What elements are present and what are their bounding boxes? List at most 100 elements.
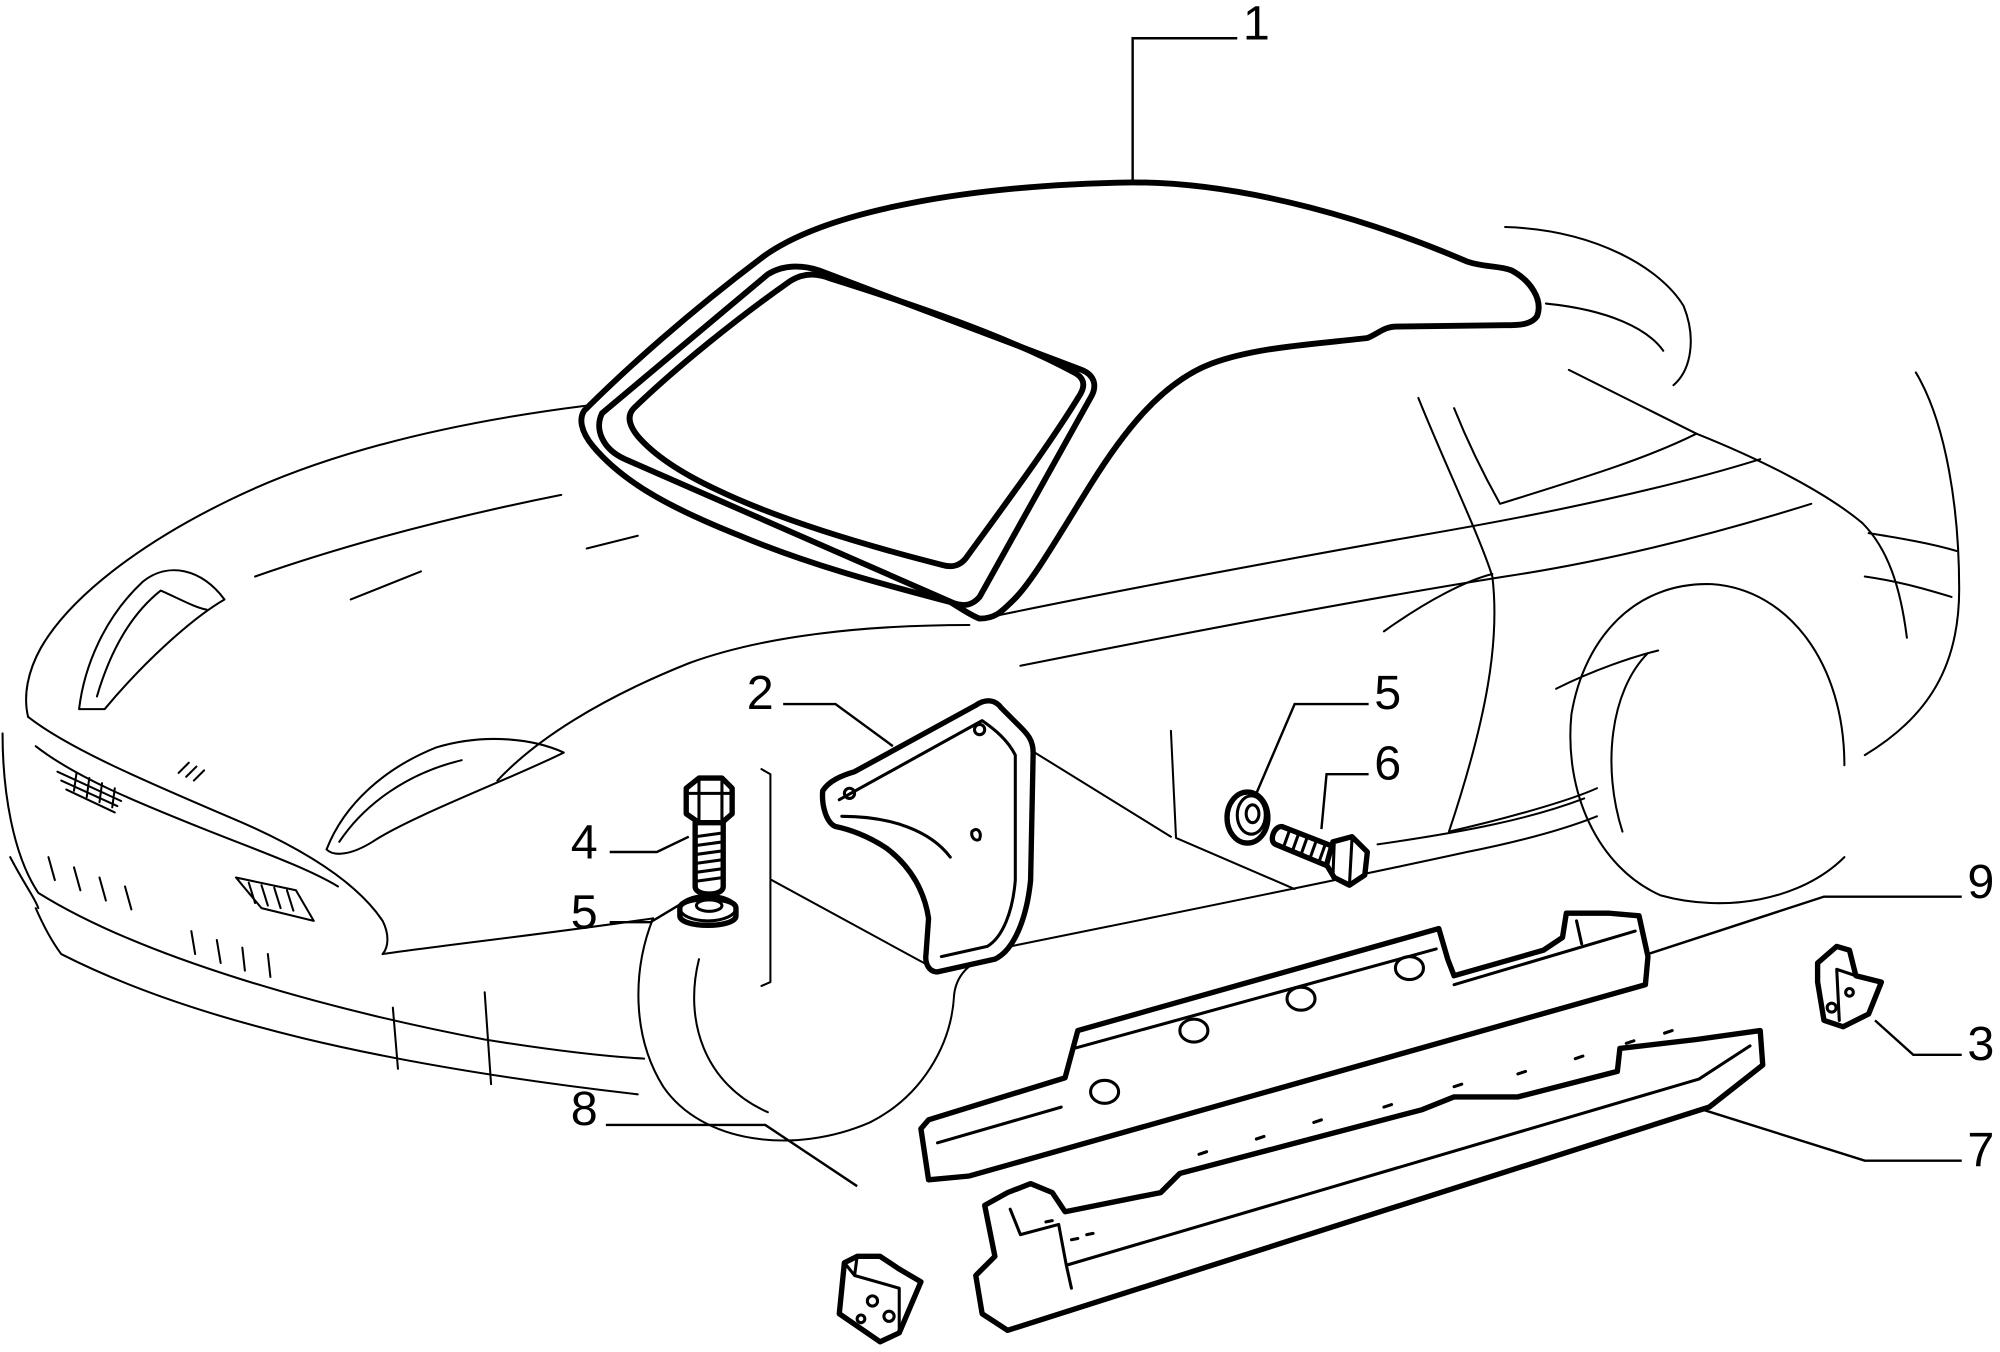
leader-8: [605, 1123, 858, 1188]
door-line: [1417, 396, 1496, 833]
leader-7: [1702, 1108, 1962, 1162]
callout-2: 2: [747, 666, 774, 720]
outer-sill-flanges: [1008, 1044, 1752, 1290]
inner-sill-hole-3: [1285, 985, 1317, 1012]
rear-deck: [1695, 432, 1908, 639]
side-intake: [325, 737, 565, 855]
bumper-lip: [9, 856, 40, 910]
intake-marks: [177, 761, 206, 782]
clip8-hole-2: [882, 1309, 896, 1323]
washer-right-face: [1235, 794, 1267, 836]
leader-lines: [605, 37, 1962, 1188]
rear-window-top: [1544, 302, 1665, 352]
front-fascia-top: [27, 715, 389, 956]
side-character-line: [1019, 502, 1813, 667]
part-8-clip: [836, 1253, 924, 1345]
inner-sill-flanges: [935, 919, 1637, 1145]
rear-body: [1863, 371, 1961, 757]
part-6-bolt: [1269, 823, 1371, 888]
inner-sill-hole-2: [1178, 1017, 1210, 1044]
bolt-threads: [693, 831, 725, 883]
windshield-frame-outer: [596, 263, 1098, 608]
hood-left-edge: [25, 404, 588, 718]
clip8-hole-1: [865, 1294, 880, 1308]
front-wheel-arch: [637, 917, 1012, 1142]
bolt6-threads: [1281, 828, 1327, 864]
leader-5-right: [1255, 702, 1369, 794]
part-9-inner-sill: [918, 910, 1651, 1183]
leader-2: [783, 702, 894, 748]
callout-4: 4: [571, 815, 598, 869]
grille-hatch: [56, 770, 123, 814]
hood-crease: [254, 493, 639, 601]
washer-right-hole: [1244, 803, 1261, 825]
callout-7: 7: [1967, 1123, 1994, 1177]
part-5-washer-right: [1224, 789, 1271, 846]
sill-line: [1009, 815, 1598, 948]
quarter-window: [1453, 368, 1698, 505]
car-body-outline: [1, 226, 1961, 1142]
lower-fender-line: [381, 917, 655, 956]
bumper-lower: [34, 907, 639, 1096]
leader-9: [1647, 895, 1962, 956]
rear-wheel-arch: [1569, 583, 1846, 905]
headlight: [234, 876, 315, 922]
leader-6: [1320, 772, 1369, 830]
callout-labels: 1 2 3 4 5 5 6 7 8 9: [571, 0, 1995, 1177]
bumper-marks: [47, 856, 272, 979]
bracket-hole-upper: [842, 786, 857, 800]
leader-4: [609, 835, 690, 854]
part-2-bracket: [819, 698, 1036, 975]
bumper-upper: [1, 732, 646, 1060]
clip8-body: [836, 1253, 924, 1345]
clip3-fold: [1835, 967, 1858, 1022]
rear-roof: [1504, 226, 1692, 387]
windshield-frame-inner: [626, 271, 1087, 570]
inner-sill-hole-4: [1393, 955, 1425, 982]
clip8-fold: [842, 1254, 901, 1335]
bracket-hole-mark: [970, 828, 982, 842]
rear-lower-lines: [1376, 787, 1598, 846]
bolt-shank: [692, 820, 726, 897]
callout-1: 1: [1243, 0, 1270, 51]
bolt-head: [683, 775, 735, 826]
callout-5-left: 5: [571, 886, 598, 940]
leader-1: [1131, 37, 1238, 183]
bracket-hole-right: [972, 722, 987, 737]
roof-outline: [578, 179, 1542, 622]
part-3-clip: [1814, 943, 1885, 1030]
front-wheel-inner: [693, 958, 769, 1114]
grille-line: [34, 745, 340, 888]
part-4-bolt: [683, 775, 735, 897]
clip3-hole-2: [1844, 986, 1855, 998]
washer-left-top: [678, 893, 738, 923]
clip3-hole-1: [1825, 1001, 1838, 1014]
bolt-head-faces: [684, 779, 734, 825]
part-5-washer-left: [677, 893, 739, 929]
outer-sill-body: [973, 1027, 1766, 1333]
bolt6-head-faces: [1331, 836, 1354, 886]
bolt6-head: [1323, 834, 1371, 888]
hood-vent: [78, 569, 226, 711]
inner-sill-hole-1: [1089, 1078, 1121, 1105]
callout-8: 8: [571, 1082, 598, 1136]
washer-left-hole: [694, 898, 724, 913]
fender-top-line: [496, 623, 971, 782]
bumper-vertical-lines: [391, 991, 493, 1086]
tail-lines: [1863, 532, 1958, 598]
leader-3: [1874, 1019, 1962, 1057]
hood-vent-inner: [95, 589, 208, 698]
callout-9: 9: [1967, 855, 1994, 909]
side-streaks: [1382, 572, 1660, 690]
part-1-roof-frame: [578, 179, 1542, 622]
callout-5-right: 5: [1374, 666, 1401, 720]
part-7-outer-sill: [973, 1027, 1766, 1333]
side-intake-inner: [338, 759, 463, 843]
reference-lines: [760, 729, 1296, 987]
rear-wheel-inner: [1610, 652, 1649, 833]
callout-3: 3: [1967, 1017, 1994, 1071]
belt-line: [981, 458, 1762, 620]
bracket-fold-lines: [837, 719, 1017, 959]
clip8-hole-3: [855, 1313, 867, 1325]
